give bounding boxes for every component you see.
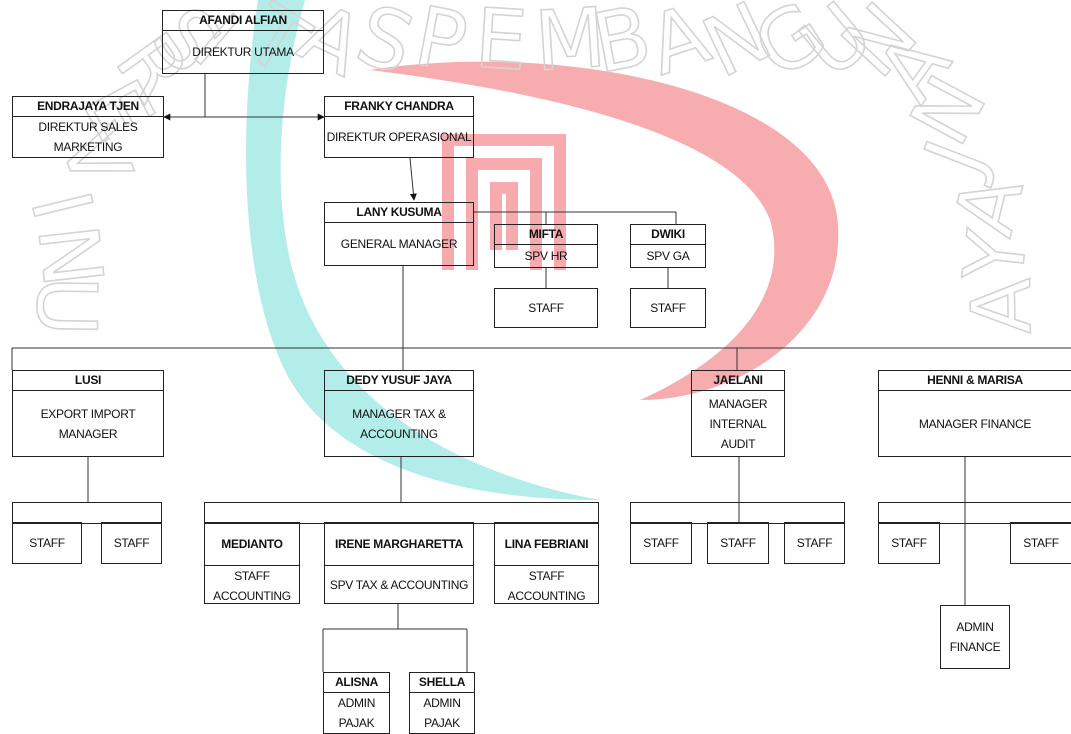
node-title: MANAGER TAX & ACCOUNTING [352,406,446,441]
node-name: FRANKY CHANDRA [325,97,473,117]
node-title: STAFF [796,536,833,550]
node-title: ADMIN PAJAK [337,696,376,730]
node-title: SPV TAX & ACCOUNTING [329,577,469,592]
node-title: STAFF [643,536,679,550]
node-staff-audit-3: STAFF [784,522,845,564]
node-shella: SHELLA ADMIN PAJAK [409,672,475,734]
node-name: AFANDI ALFIAN [163,11,323,31]
node-title: STAFF ACCOUNTING [507,569,586,603]
node-staff-audit-2: STAFF [707,522,769,564]
node-title: ADMIN FINANCE [949,620,1001,654]
node-title: DIREKTUR UTAMA [192,45,294,59]
staff-group-bar-export [12,502,162,524]
node-title: STAFF ACCOUNTING [213,569,291,603]
node-staff-hr: STAFF [494,288,598,328]
node-name: MIFTA [495,225,597,245]
node-title: STAFF [650,301,686,315]
node-title: STAFF [528,301,564,315]
node-henni-marisa: HENNI & MARISA MANAGER FINANCE [878,370,1071,457]
node-name: MEDIANTO [205,523,299,566]
node-name: DEDY YUSUF JAYA [325,371,473,391]
node-name: IRENE MARGHARETTA [325,523,473,566]
node-franky-chandra: FRANKY CHANDRA DIREKTUR OPERASIONAL [324,96,474,158]
node-title: EXPORT IMPORT MANAGER [40,406,136,441]
node-endrajaya-tjen: ENDRAJAYA TJEN DIREKTUR SALES MARKETING [12,96,164,158]
node-name: DWIKI [631,225,705,245]
node-title: STAFF [113,536,150,550]
node-mifta: MIFTA SPV HR [494,224,598,268]
watermark-teal-swoosh [246,0,600,500]
node-name: HENNI & MARISA [879,371,1071,391]
node-jaelani: JAELANI MANAGER INTERNAL AUDIT [691,370,785,457]
node-title: MANAGER FINANCE [918,416,1032,431]
node-title: SPV GA [646,249,690,263]
node-staff-finance-2: STAFF [1010,522,1071,564]
node-admin-finance: ADMIN FINANCE [940,605,1010,669]
node-lany-kusuma: LANY KUSUMA GENERAL MANAGER [324,202,474,266]
node-staff-ga: STAFF [630,288,706,328]
node-staff-finance-1: STAFF [878,522,940,564]
node-title: DIREKTUR OPERASIONAL [326,130,472,144]
node-irene-margharetta: IRENE MARGHARETTA SPV TAX & ACCOUNTING [324,522,474,604]
node-lusi: LUSI EXPORT IMPORT MANAGER [12,370,164,457]
node-title: GENERAL MANAGER [340,237,458,251]
node-name: LANY KUSUMA [325,203,473,223]
node-name: LUSI [13,371,163,391]
staff-group-bar-accounting [204,502,599,524]
watermark-red-swoosh [370,61,839,400]
node-title: STAFF [891,536,927,550]
node-staff-audit-1: STAFF [630,522,692,564]
node-title: STAFF [720,536,756,550]
staff-group-bar-audit [630,502,845,524]
node-name: JAELANI [692,371,784,391]
node-staff-export-2: STAFF [101,522,162,564]
node-name: LINA FEBRIANI [495,523,598,566]
node-title: SPV HR [524,249,568,263]
node-title: STAFF [29,536,65,550]
node-name: ALISNA [324,673,389,693]
node-title: MANAGER INTERNAL AUDIT [708,396,768,451]
watermark-center-emblem [442,134,566,270]
node-dedy-yusuf-jaya: DEDY YUSUF JAYA MANAGER TAX & ACCOUNTING [324,370,474,457]
node-alisna: ALISNA ADMIN PAJAK [323,672,390,734]
node-title: ADMIN PAJAK [423,696,461,730]
node-lina-febriani: LINA FEBRIANI STAFF ACCOUNTING [494,522,599,604]
node-medianto: MEDIANTO STAFF ACCOUNTING [204,522,300,604]
staff-group-bar-finance [878,502,1071,524]
node-staff-export-1: STAFF [12,522,82,564]
node-name: SHELLA [410,673,474,693]
node-dwiki: DWIKI SPV GA [630,224,706,268]
node-afandi-alfian: AFANDI ALFIAN DIREKTUR UTAMA [162,10,324,74]
node-title: STAFF [1023,536,1059,550]
node-name: ENDRAJAYA TJEN [13,97,163,117]
node-title: DIREKTUR SALES MARKETING [38,120,138,154]
